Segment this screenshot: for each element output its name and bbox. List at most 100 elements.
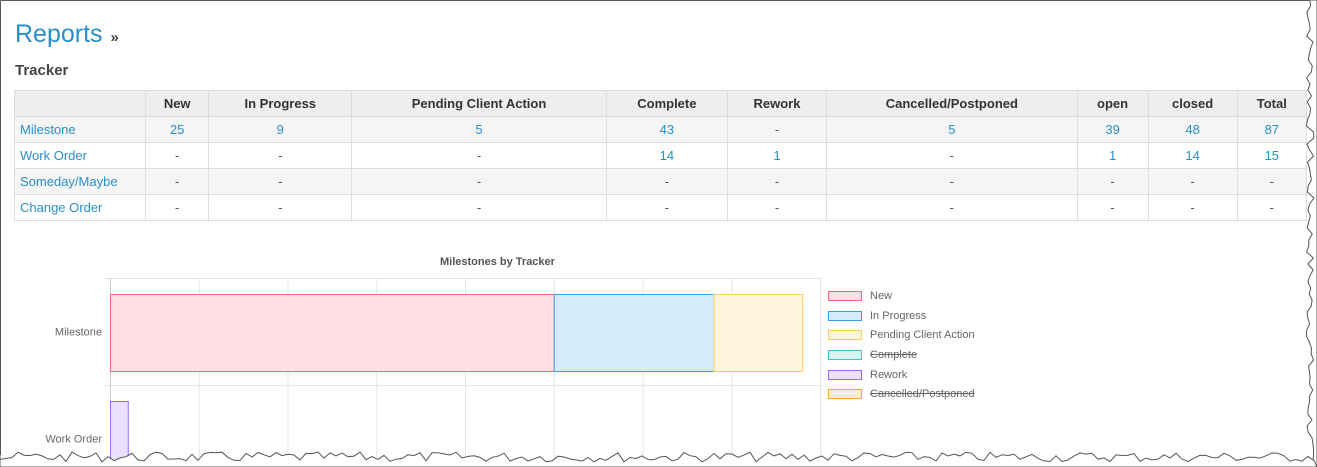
count-link[interactable]: 1 bbox=[773, 148, 781, 163]
legend-label: Complete bbox=[870, 348, 918, 361]
row-label-cell: Change Order bbox=[14, 194, 146, 221]
table-cell: 9 bbox=[208, 116, 353, 143]
table-cell: - bbox=[605, 168, 728, 195]
count-link[interactable]: 14 bbox=[1185, 148, 1200, 163]
tracker-link[interactable]: Change Order bbox=[20, 200, 103, 215]
table-cell: - bbox=[605, 194, 728, 221]
count-link[interactable]: 39 bbox=[1105, 122, 1120, 137]
table-cell: - bbox=[826, 168, 1078, 195]
legend-item[interactable]: Cancelled/Postponed bbox=[828, 384, 975, 404]
bar bbox=[110, 294, 555, 372]
legend-item[interactable]: Complete bbox=[828, 345, 975, 365]
table-cell: - bbox=[208, 142, 353, 169]
empty-value: - bbox=[949, 174, 955, 189]
legend-swatch bbox=[828, 389, 862, 400]
breadcrumb-separator: » bbox=[110, 29, 119, 46]
empty-value: - bbox=[774, 174, 780, 189]
bar bbox=[110, 401, 129, 467]
count-link[interactable]: 1 bbox=[1108, 148, 1117, 163]
count-link[interactable]: 5 bbox=[948, 122, 956, 137]
column-header: Rework bbox=[726, 90, 828, 117]
empty-value: - bbox=[1269, 174, 1274, 189]
table-cell: - bbox=[726, 168, 828, 195]
table-row: Change Order - - - - - - - - - bbox=[14, 194, 1308, 221]
row-label-cell: Someday/Maybe bbox=[14, 168, 146, 195]
page-title[interactable]: Reports bbox=[15, 20, 103, 48]
empty-value: - bbox=[1190, 200, 1195, 215]
empty-value: - bbox=[175, 148, 180, 163]
legend-label: New bbox=[870, 289, 893, 302]
table-cell: 1 bbox=[1076, 142, 1149, 169]
table-cell: - bbox=[826, 142, 1078, 169]
table-cell: - bbox=[726, 194, 828, 221]
table-header-row: New In Progress Pending Client Action Co… bbox=[14, 90, 1308, 117]
table-row: Someday/Maybe--------- bbox=[14, 168, 1308, 195]
count-link[interactable]: 14 bbox=[659, 148, 675, 163]
tracker-link[interactable]: Someday/Maybe bbox=[20, 174, 118, 189]
table-cell: 25 bbox=[144, 116, 210, 143]
table-cell: - bbox=[351, 194, 607, 221]
table-cell: - bbox=[1236, 194, 1308, 221]
breadcrumb: Reports » bbox=[15, 20, 119, 49]
column-header: Cancelled/Postponed bbox=[826, 90, 1078, 117]
count-link[interactable]: 5 bbox=[475, 122, 483, 137]
tracker-link[interactable]: Work Order bbox=[20, 148, 87, 163]
empty-value: - bbox=[476, 200, 482, 215]
y-tick-label: Work Order bbox=[45, 434, 102, 446]
empty-value: - bbox=[1110, 200, 1115, 215]
empty-value: - bbox=[278, 174, 283, 189]
empty-value: - bbox=[664, 200, 670, 215]
legend-swatch bbox=[828, 369, 862, 380]
table-cell: - bbox=[726, 116, 828, 143]
count-link[interactable]: 25 bbox=[169, 122, 185, 137]
section-title: Tracker bbox=[15, 62, 69, 79]
empty-value: - bbox=[1110, 174, 1115, 189]
empty-value: - bbox=[476, 174, 482, 189]
table-cell: - bbox=[144, 194, 210, 221]
count-link[interactable]: 48 bbox=[1185, 122, 1200, 137]
legend-item[interactable]: Pending Client Action bbox=[828, 325, 975, 345]
table-cell: - bbox=[351, 142, 607, 169]
legend-swatch bbox=[828, 290, 862, 301]
bar bbox=[713, 294, 804, 372]
table-cell: - bbox=[351, 168, 607, 195]
legend-label: Rework bbox=[870, 368, 908, 381]
empty-value: - bbox=[949, 200, 955, 215]
table-cell: 5 bbox=[351, 116, 607, 143]
count-link[interactable]: 9 bbox=[276, 122, 284, 137]
empty-value: - bbox=[1190, 174, 1195, 189]
empty-value: - bbox=[664, 174, 670, 189]
row-label-cell: Milestone bbox=[14, 116, 146, 143]
chart-title: Milestones by Tracker bbox=[440, 256, 555, 268]
column-header: closed bbox=[1147, 90, 1238, 117]
legend-item[interactable]: In Progress bbox=[828, 306, 975, 326]
count-link[interactable]: 15 bbox=[1264, 148, 1280, 163]
count-link[interactable]: 43 bbox=[659, 122, 675, 137]
count-link[interactable]: 87 bbox=[1264, 122, 1280, 137]
legend-item[interactable]: Rework bbox=[828, 365, 975, 385]
column-header: New bbox=[144, 90, 210, 117]
table-cell: - bbox=[1147, 168, 1238, 195]
column-header: Total bbox=[1236, 90, 1308, 117]
y-tick-label: Milestone bbox=[55, 327, 102, 339]
bar bbox=[553, 294, 715, 372]
empty-value: - bbox=[278, 200, 283, 215]
column-header: Complete bbox=[605, 90, 728, 117]
table-cell: - bbox=[1147, 194, 1238, 221]
legend-swatch bbox=[828, 349, 862, 360]
empty-value: - bbox=[278, 148, 283, 163]
empty-value: - bbox=[774, 200, 780, 215]
legend-item[interactable]: New bbox=[828, 286, 975, 306]
tracker-link[interactable]: Milestone bbox=[20, 122, 76, 137]
table-cell: 39 bbox=[1076, 116, 1149, 143]
row-label-cell: Work Order bbox=[14, 142, 146, 169]
legend-label: Cancelled/Postponed bbox=[870, 388, 975, 401]
table-cell: - bbox=[208, 194, 353, 221]
empty-value: - bbox=[949, 148, 955, 163]
tracker-table: New In Progress Pending Client Action Co… bbox=[14, 90, 1308, 221]
table-cell: - bbox=[826, 194, 1078, 221]
empty-value: - bbox=[1269, 200, 1274, 215]
legend-swatch bbox=[828, 310, 862, 321]
